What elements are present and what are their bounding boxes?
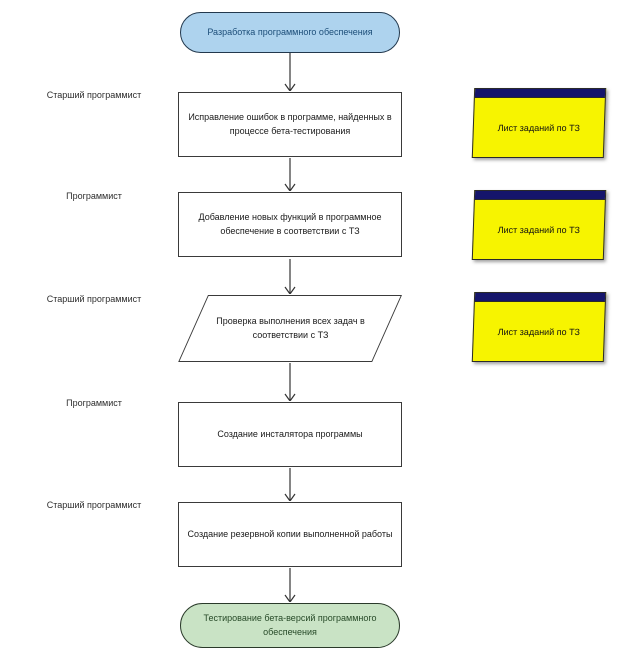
process-box-1: Исправление ошибок в программе, найденны… (178, 92, 402, 157)
process-box-1-label: Исправление ошибок в программе, найденны… (188, 112, 392, 136)
process-box-4-label: Создание инсталятора программы (217, 428, 363, 439)
end-terminator-label: Тестирование бета-версий программного об… (203, 613, 377, 637)
note-3-header-bar (474, 293, 606, 302)
parallelogram-check-label: Проверка выполнения всех задач в соответ… (216, 316, 365, 340)
note-3: Лист заданий по ТЗ (471, 292, 607, 362)
end-terminator: Тестирование бета-версий программного об… (180, 603, 400, 648)
arrow-down-icon (284, 568, 296, 602)
note-3-label: Лист заданий по ТЗ (497, 326, 581, 337)
role-label-1: Старший программист (46, 90, 142, 100)
role-label-4: Программист (66, 398, 122, 408)
arrow-down-icon (284, 158, 296, 191)
note-2-header-bar (474, 191, 606, 200)
start-terminator: Разработка программного обеспечения (180, 12, 400, 53)
note-2-label: Лист заданий по ТЗ (497, 224, 581, 235)
arrow-down-icon (284, 468, 296, 501)
process-box-5-label: Создание резервной копии выполненной раб… (187, 528, 393, 539)
arrow-down-icon (284, 363, 296, 401)
role-label-3: Старший программист (46, 294, 142, 304)
arrow-down-icon (284, 53, 296, 91)
process-box-4: Создание инсталятора программы (178, 402, 402, 467)
role-label-5: Старший программист (46, 500, 142, 510)
role-label-2: Программист (66, 191, 122, 201)
arrow-down-icon (284, 259, 296, 294)
process-box-2: Добавление новых функций в программное о… (178, 192, 402, 257)
note-1-header-bar (474, 89, 606, 98)
parallelogram-check: Проверка выполнения всех задач в соответ… (178, 295, 402, 362)
note-2: Лист заданий по ТЗ (471, 190, 607, 260)
process-box-2-label: Добавление новых функций в программное о… (198, 212, 382, 236)
process-box-5: Создание резервной копии выполненной раб… (178, 502, 402, 567)
start-terminator-label: Разработка программного обеспечения (207, 26, 373, 37)
note-1-label: Лист заданий по ТЗ (497, 122, 581, 133)
note-1: Лист заданий по ТЗ (471, 88, 607, 158)
